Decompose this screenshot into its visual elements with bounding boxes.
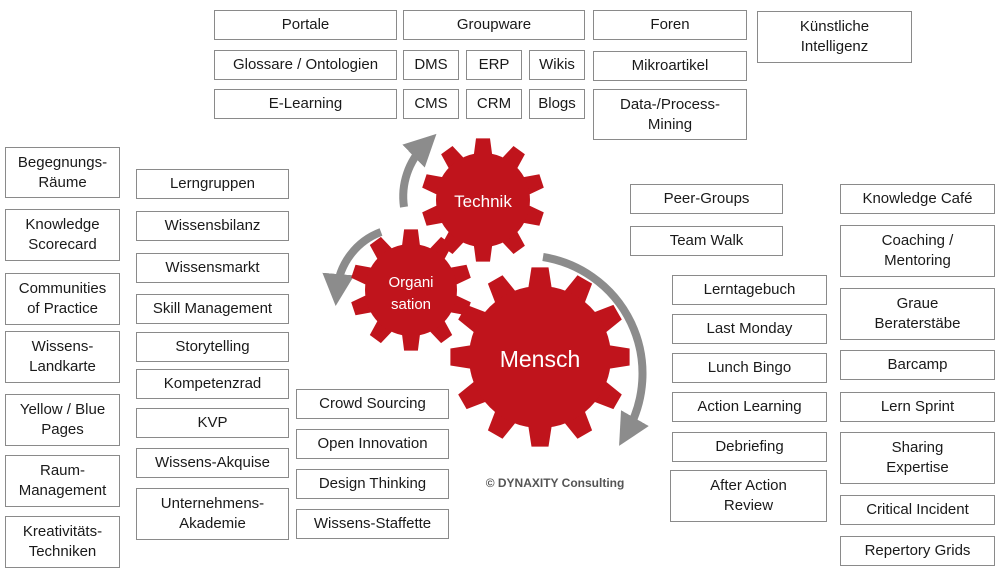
- cycle-arrow-mensch: [542, 253, 649, 446]
- box-design-thinking: Design Thinking: [296, 469, 449, 499]
- box-open-innovation: Open Innovation: [296, 429, 449, 459]
- box-wissens-akquise: Wissens-Akquise: [136, 448, 289, 478]
- box-skill-management: Skill Management: [136, 294, 289, 324]
- box-critical-incident: Critical Incident: [840, 495, 995, 525]
- box-team-walk: Team Walk: [630, 226, 783, 256]
- gear-mensch-hub: [469, 286, 611, 428]
- box-repertory-grids: Repertory Grids: [840, 536, 995, 566]
- box-barcamp: Barcamp: [840, 350, 995, 380]
- box-crm: CRM: [466, 89, 522, 119]
- box-dms: DMS: [403, 50, 459, 80]
- gear-mensch: [450, 267, 630, 447]
- box-crowd-sourcing: Crowd Sourcing: [296, 389, 449, 419]
- box-knowledge-scorecard: Knowledge Scorecard: [5, 209, 120, 261]
- cycle-arrow-technik: [399, 133, 437, 208]
- box-after-action-review: After Action Review: [670, 470, 827, 522]
- box-last-monday: Last Monday: [672, 314, 827, 344]
- gear-label-organisation-line1: Organi: [388, 274, 433, 291]
- box-wissens-landkarte: Wissens- Landkarte: [5, 331, 120, 383]
- box-kuenstliche-intelligenz: Künstliche Intelligenz: [757, 11, 912, 63]
- box-raum-management: Raum- Management: [5, 455, 120, 507]
- box-storytelling: Storytelling: [136, 332, 289, 362]
- box-e-learning: E-Learning: [214, 89, 397, 119]
- box-kreativitaets-techniken: Kreativitäts- Techniken: [5, 516, 120, 568]
- box-lerngruppen: Lerngruppen: [136, 169, 289, 199]
- gear-technik: [422, 138, 544, 262]
- box-kompetenzrad: Kompetenzrad: [136, 369, 289, 399]
- box-blogs: Blogs: [529, 89, 585, 119]
- copyright-notice: © DYNAXITY Consulting: [485, 476, 625, 490]
- gear-organisation-hub: [365, 244, 457, 336]
- box-coaching-mentoring: Coaching / Mentoring: [840, 225, 995, 277]
- box-wissensbilanz: Wissensbilanz: [136, 211, 289, 241]
- box-lern-sprint: Lern Sprint: [840, 392, 995, 422]
- gear-label-mensch: Mensch: [500, 346, 581, 372]
- gear-label-organisation-line2: sation: [391, 296, 431, 313]
- box-foren: Foren: [593, 10, 747, 40]
- box-glossare-ontologien: Glossare / Ontologien: [214, 50, 397, 80]
- box-wissensmarkt: Wissensmarkt: [136, 253, 289, 283]
- box-communities-of-practice: Communities of Practice: [5, 273, 120, 325]
- box-kvp: KVP: [136, 408, 289, 438]
- box-debriefing: Debriefing: [672, 432, 827, 462]
- box-action-learning: Action Learning: [672, 392, 827, 422]
- cycle-arrow-organisation: [322, 228, 383, 306]
- box-graue-beraterstaebe: Graue Beraterstäbe: [840, 288, 995, 340]
- gear-organisation: [351, 229, 471, 351]
- box-knowledge-cafe: Knowledge Café: [840, 184, 995, 214]
- box-mikroartikel: Mikroartikel: [593, 51, 747, 81]
- box-wikis: Wikis: [529, 50, 585, 80]
- box-begegnungs-raeume: Begegnungs- Räume: [5, 147, 120, 198]
- box-wissens-staffette: Wissens-Staffette: [296, 509, 449, 539]
- gear-label-technik: Technik: [454, 192, 512, 211]
- box-unternehmens-akademie: Unternehmens- Akademie: [136, 488, 289, 540]
- box-data-process-mining: Data-/Process- Mining: [593, 89, 747, 140]
- box-groupware: Groupware: [403, 10, 585, 40]
- box-erp: ERP: [466, 50, 522, 80]
- box-sharing-expertise: Sharing Expertise: [840, 432, 995, 484]
- box-lunch-bingo: Lunch Bingo: [672, 353, 827, 383]
- box-peer-groups: Peer-Groups: [630, 184, 783, 214]
- box-portale: Portale: [214, 10, 397, 40]
- gear-technik-hub: [436, 153, 530, 247]
- box-lerntagebuch: Lerntagebuch: [672, 275, 827, 305]
- box-cms: CMS: [403, 89, 459, 119]
- box-yellow-blue-pages: Yellow / Blue Pages: [5, 394, 120, 446]
